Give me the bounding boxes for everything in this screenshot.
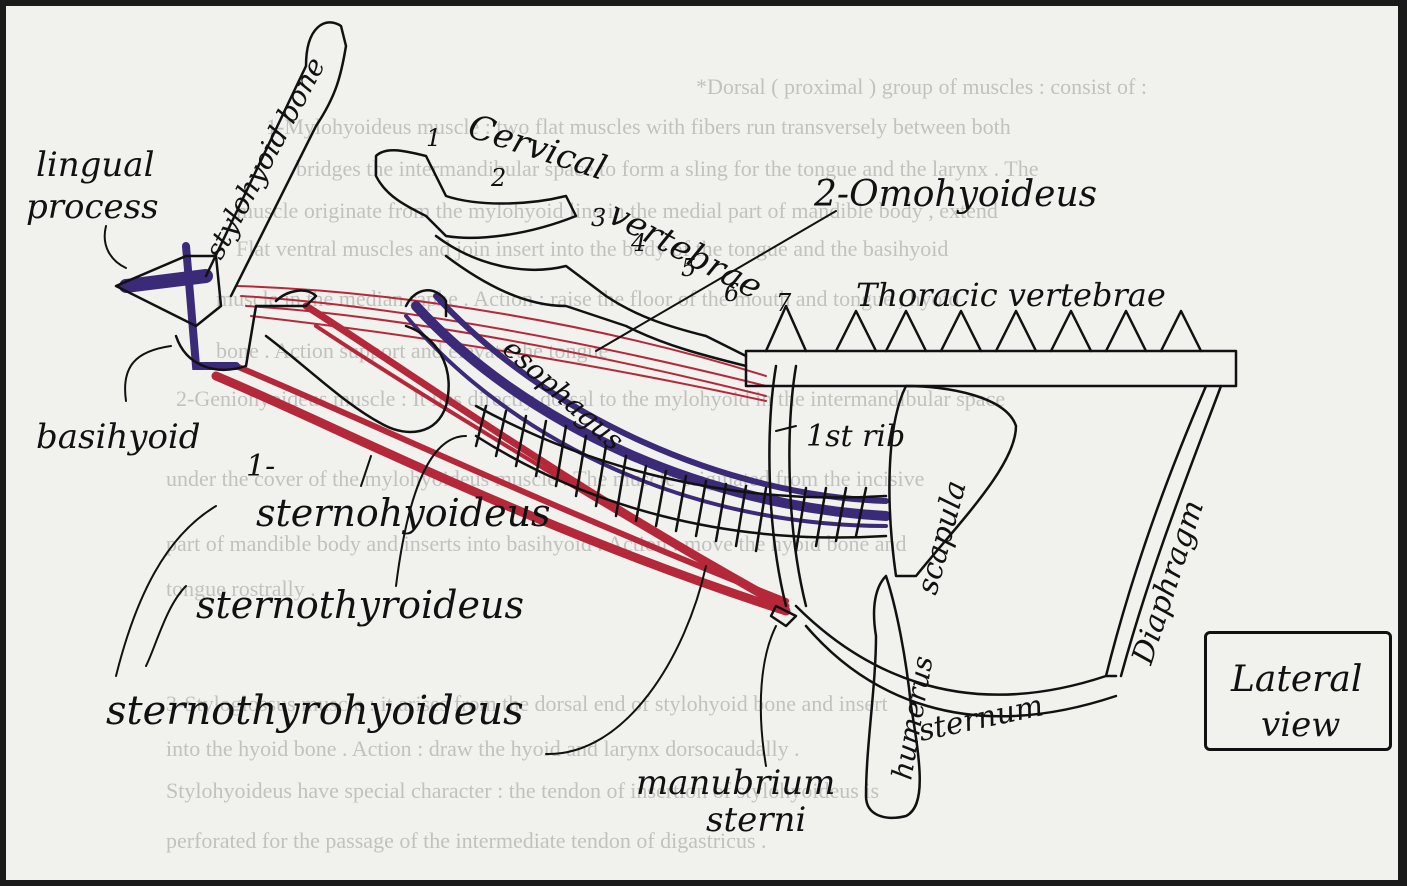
label-basihyoid: basihyoid [36, 417, 201, 457]
vertebra-number: 3 [591, 204, 606, 232]
arrow-first-rib [776, 426, 796, 431]
label-sternum: sternum [915, 688, 1046, 749]
vertebra-number: 5 [681, 254, 696, 282]
label-sternohyoideus-number: 1- [246, 449, 275, 484]
vertebra-number: 4 [630, 229, 646, 257]
bleed-line: into the hyoid bone . Action : draw the … [166, 736, 800, 761]
bleed-line: perforated for the passage of the interm… [166, 828, 767, 853]
lateral-view-diagram: *Dorsal ( proximal ) group of muscles : … [6, 6, 1398, 880]
bleed-line: Flat ventral muscles and join insert int… [236, 236, 948, 261]
label-first-rib: 1st rib [806, 419, 905, 454]
diagram-sheet: *Dorsal ( proximal ) group of muscles : … [6, 6, 1398, 880]
vertebra-number: 2 [490, 164, 506, 192]
bleed-line: *Dorsal ( proximal ) group of muscles : … [696, 74, 1147, 99]
bleed-line: 1-Mylohyoideus muscle : two flat muscles… [266, 114, 1011, 139]
label-scapula: scapula [910, 477, 974, 598]
label-sterni: sterni [706, 800, 806, 840]
vertebra-number: 1 [426, 124, 441, 152]
arrow-sternothyrohyoideus-2 [546, 566, 706, 754]
label-sternohyoideus: sternohyoideus [256, 491, 551, 535]
label-sternothyroideus: sternothyroideus [196, 583, 524, 627]
label-sternothyrohyoideus: sternothyrohyoideus [106, 688, 524, 734]
manubrium-marker [771, 606, 796, 626]
arrow-basihyoid [125, 346, 171, 401]
label-omohyoideus: 2-Omohyoideus [813, 174, 1097, 215]
label-lingual: lingual [36, 145, 154, 185]
label-diaphragm: Diaphragm [1125, 496, 1211, 669]
label-manubrium: manubrium [636, 763, 835, 803]
thoracic-vertebrae-outline [746, 351, 1236, 386]
vertebra-number: 6 [724, 279, 739, 307]
arrow-lingual-process [105, 226, 126, 268]
bleed-line: muscle in the median raphe . Action : ra… [216, 286, 960, 311]
vertebra-number: 7 [776, 289, 792, 317]
label-thoracic-vertebrae: Thoracic vertebrae [856, 276, 1166, 314]
lateral-view-box [1204, 631, 1392, 751]
label-process: process [26, 187, 159, 227]
sternum-outline [796, 606, 1116, 695]
